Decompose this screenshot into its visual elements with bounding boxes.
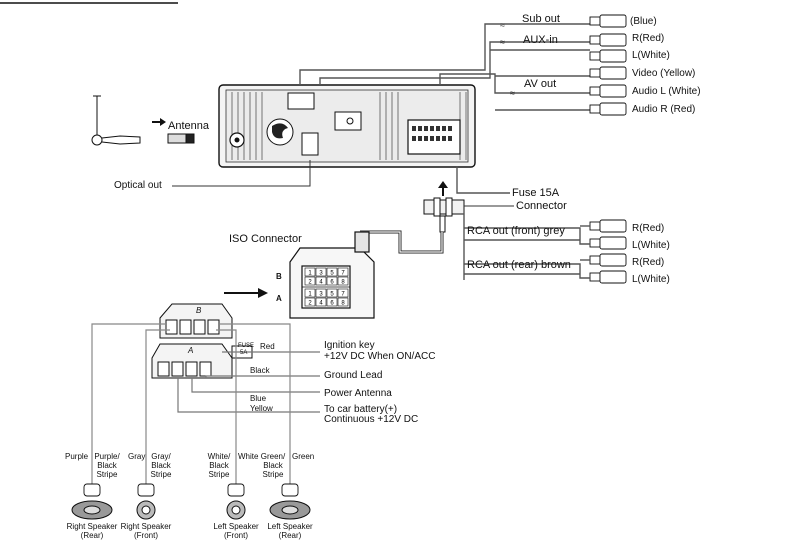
iso-pin-number: 1 xyxy=(308,271,312,277)
right-rear-speaker-label: Right Speaker(Rear) xyxy=(66,522,118,540)
svg-text:≈: ≈ xyxy=(500,20,505,30)
iso-pin xyxy=(337,276,349,286)
iso-connector-title: ISO Connector xyxy=(229,233,302,245)
rca-front-r-label: R(Red) xyxy=(632,223,665,234)
iso-pin xyxy=(337,288,349,298)
gray-wire-label: Gray xyxy=(128,452,146,461)
rca-rear-l-label: L(White) xyxy=(632,274,670,285)
harness-block-b xyxy=(159,303,233,339)
black-wire-label: Black xyxy=(250,366,270,375)
harness-block-a xyxy=(151,343,253,379)
brand-logo-icon xyxy=(272,123,288,139)
sub-out-blue-label: (Blue) xyxy=(630,16,657,27)
iso-row-a-label: A xyxy=(276,294,282,303)
connector-label: Connector xyxy=(516,200,567,212)
fuse-label: Fuse 15A xyxy=(512,187,560,199)
green-wire-label: Green xyxy=(292,452,315,461)
optical-out-label: Optical out xyxy=(114,180,162,191)
ignition-label-1: Ignition key xyxy=(324,340,375,351)
iso-pin-number: 4 xyxy=(319,301,323,307)
iso-pin xyxy=(337,267,349,277)
rca-front-label: RCA out (front) grey xyxy=(467,225,565,237)
iso-pin-number: 8 xyxy=(341,301,345,307)
iso-pin-number: 3 xyxy=(319,292,323,298)
fuse-connector-block xyxy=(423,197,465,233)
iso-pin-number: 4 xyxy=(319,280,323,286)
svg-text:≈: ≈ xyxy=(500,37,505,47)
power-antenna-label: Power Antenna xyxy=(324,388,392,399)
video-label: Video (Yellow) xyxy=(632,68,696,79)
aux-in-label: AUX-in xyxy=(523,34,558,46)
iso-pin-number: 6 xyxy=(330,301,334,307)
iso-pin-number: 5 xyxy=(330,292,334,298)
antenna-plug-icon xyxy=(91,95,195,146)
purple-wire-label: Purple xyxy=(65,452,89,461)
iso-pin xyxy=(304,288,316,298)
iso-pin-number: 7 xyxy=(341,292,345,298)
white-wire-label: White xyxy=(238,452,259,461)
red-wire-label: Red xyxy=(260,342,275,351)
iso-pin xyxy=(326,297,338,307)
iso-pin xyxy=(315,276,327,286)
av-out-label: AV out xyxy=(524,78,557,90)
rca-plugs xyxy=(589,14,627,284)
iso-pin-number: 8 xyxy=(341,280,345,286)
iso-pin-number: 2 xyxy=(308,280,312,286)
iso-pin xyxy=(304,276,316,286)
yellow-wire-label: Yellow xyxy=(250,404,273,413)
audio-l-label: Audio L (White) xyxy=(632,86,701,97)
iso-row-b-label: B xyxy=(276,272,282,281)
iso-pin-number: 5 xyxy=(330,271,334,277)
iso-pin-number: 2 xyxy=(308,301,312,307)
audio-r-label: Audio R (Red) xyxy=(632,104,696,115)
battery-label-1: To car battery(+) xyxy=(324,404,398,415)
iso-pin xyxy=(326,267,338,277)
iso-pin xyxy=(304,297,316,307)
battery-label-2: Continuous +12V DC xyxy=(324,414,419,425)
iso-pin-number: 3 xyxy=(319,271,323,277)
aux-l-label: L(White) xyxy=(632,50,670,61)
speaker-icons xyxy=(71,500,311,520)
iso-pin xyxy=(315,288,327,298)
head-unit-rear-panel xyxy=(218,84,476,168)
right-front-speaker-label: Right Speaker(Front) xyxy=(120,522,172,540)
sub-out-label: Sub out xyxy=(522,13,560,25)
fuse-rating: 5A xyxy=(240,350,248,356)
speaker-plugs xyxy=(83,483,299,497)
iso-pin-number: 7 xyxy=(341,271,345,277)
ignition-label-2: +12V DC When ON/ACC xyxy=(324,351,436,362)
iso-pin-number: 6 xyxy=(330,280,334,286)
rca-front-l-label: L(White) xyxy=(632,240,670,251)
block-a-letter: A xyxy=(188,346,194,355)
iso-pin xyxy=(315,297,327,307)
iso-pin xyxy=(337,297,349,307)
rca-rear-r-label: R(Red) xyxy=(632,257,665,268)
iso-pin xyxy=(315,267,327,277)
svg-text:≈: ≈ xyxy=(510,88,515,98)
ground-lead-label: Ground Lead xyxy=(324,370,383,381)
blue-wire-label: Blue xyxy=(250,394,267,403)
aux-r-label: R(Red) xyxy=(632,33,665,44)
iso-pin-grid: 1 3 5 7 2 4 6 8 1 3 5 7 2 4 6 8 xyxy=(304,267,349,307)
iso-pin xyxy=(326,288,338,298)
iso-pin-number: 1 xyxy=(308,292,312,298)
fuse-text: FUSE xyxy=(238,343,255,349)
antenna-label: Antenna xyxy=(168,120,209,132)
block-b-letter: B xyxy=(196,306,202,315)
iso-pin xyxy=(304,267,316,277)
left-rear-speaker-label: Left Speaker(Rear) xyxy=(267,522,313,540)
left-front-speaker-label: Left Speaker(Front) xyxy=(213,522,259,540)
rca-rear-label: RCA out (rear) brown xyxy=(467,259,571,271)
iso-pin xyxy=(326,276,338,286)
